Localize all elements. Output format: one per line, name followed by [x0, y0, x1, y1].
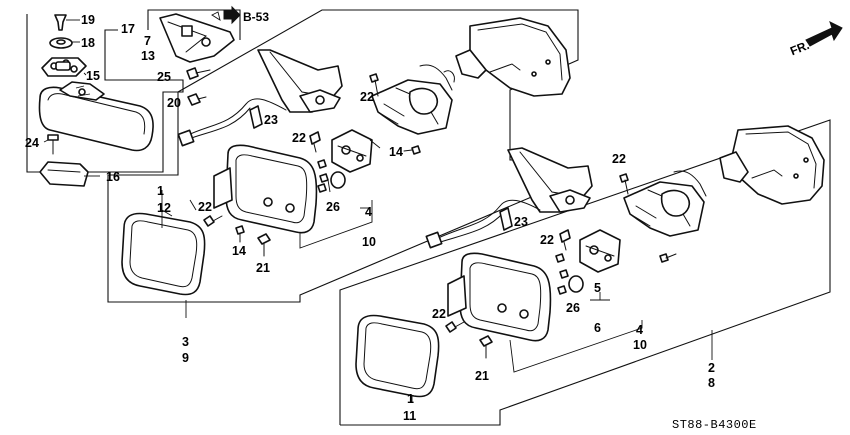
- callout-6: 6: [594, 321, 601, 335]
- callout-25: 25: [157, 70, 171, 84]
- actuator-plate-lower: [579, 229, 621, 273]
- mirror-frame-upper: [213, 144, 318, 234]
- callout-15: 15: [86, 69, 100, 83]
- callout-14-upper: 14: [389, 145, 403, 159]
- callout-21-upper: 21: [256, 261, 270, 275]
- actuator-upper: [371, 64, 455, 135]
- screw-22-upper-b: [309, 131, 321, 153]
- callout-13: 13: [141, 49, 155, 63]
- reference-label: B-53: [243, 10, 269, 24]
- callout-22-frame-upper: 22: [198, 200, 212, 214]
- callout-2: 2: [708, 361, 715, 375]
- callout-22-upper-a: 22: [360, 90, 374, 104]
- front-direction-arrow: [805, 21, 843, 47]
- screw-lower-right: [659, 253, 677, 263]
- callout-5: 5: [594, 281, 601, 295]
- callout-11: 11: [403, 409, 416, 423]
- callout-16: 16: [106, 170, 120, 184]
- mount-base-15: [41, 57, 87, 77]
- screw-25: [186, 67, 211, 80]
- screw-21-upper: [257, 233, 271, 257]
- callout-7: 7: [144, 34, 151, 48]
- screw-22-frame-lower: [445, 321, 465, 333]
- screws-26-upper: [317, 159, 346, 193]
- callout-4-lower: 4: [636, 323, 643, 337]
- screw-22-lower-b: [559, 229, 571, 251]
- callout-10-lower: 10: [633, 338, 647, 352]
- frame-group-2-8: [339, 119, 831, 426]
- mirror-housing-lower: [719, 125, 825, 205]
- actuator-plate-upper: [331, 129, 373, 173]
- callout-18: 18: [81, 36, 95, 50]
- mirror-glass-upper: [121, 212, 206, 296]
- mirror-glass-lower: [355, 314, 440, 398]
- mirror-base-upper: [257, 49, 343, 113]
- callout-22-lower-a: 22: [612, 152, 626, 166]
- screw-14-upper: [403, 145, 421, 155]
- callout-20: 20: [167, 96, 181, 110]
- cover-16: [39, 161, 89, 187]
- screw-14-frame-upper: [235, 225, 245, 243]
- screw-22-frame-upper: [203, 215, 223, 227]
- callout-22-frame-lower: 22: [432, 307, 446, 321]
- callout-23-lower: 23: [514, 215, 528, 229]
- front-direction-label: FR.: [788, 38, 811, 58]
- screw-20: [187, 93, 207, 106]
- ref-arrow-b53: [223, 5, 241, 25]
- harness-lower: [425, 199, 541, 249]
- mirror-inner-cover-7-13: [159, 13, 235, 63]
- callout-21-lower: 21: [475, 369, 489, 383]
- callout-1-lower: 1: [407, 392, 414, 406]
- callout-4-upper: 4: [365, 205, 372, 219]
- washer-18: [49, 37, 73, 49]
- callout-9: 9: [182, 351, 189, 365]
- callout-22-upper-b: 22: [292, 131, 306, 145]
- rearview-mirror: [38, 81, 154, 152]
- screws-26-lower: [555, 253, 584, 295]
- callout-23-upper: 23: [264, 113, 278, 127]
- callout-26-upper: 26: [326, 200, 340, 214]
- callout-1-upper: 1: [157, 184, 164, 198]
- actuator-lower: [623, 170, 707, 237]
- mirror-housing-upper: [455, 17, 571, 97]
- diagram-code: ST88-B4300E: [672, 418, 757, 432]
- mirror-base-lower: [507, 147, 593, 213]
- clip-23-lower: [499, 207, 513, 231]
- clip-19: [54, 14, 67, 31]
- callout-8: 8: [708, 376, 715, 390]
- callout-14-frame-upper: 14: [232, 244, 246, 258]
- mirror-frame-lower: [447, 252, 552, 342]
- callout-12: 12: [157, 201, 171, 215]
- callout-19: 19: [81, 13, 95, 27]
- clip-23-upper: [249, 105, 263, 129]
- frame-group-7-13: [147, 9, 241, 40]
- screw-22-upper-a: [369, 73, 379, 97]
- callout-22-lower-b: 22: [540, 233, 554, 247]
- screw-22-lower-a: [619, 173, 629, 195]
- screw-21-lower: [479, 335, 493, 359]
- callout-17: 17: [121, 22, 135, 36]
- callout-10-upper: 10: [362, 235, 376, 249]
- callout-26-lower: 26: [566, 301, 580, 315]
- callout-3: 3: [182, 335, 189, 349]
- bolt-24: [47, 134, 59, 155]
- callout-24: 24: [25, 136, 39, 150]
- frame-group-3-9: [107, 9, 579, 303]
- harness-upper: [177, 98, 287, 147]
